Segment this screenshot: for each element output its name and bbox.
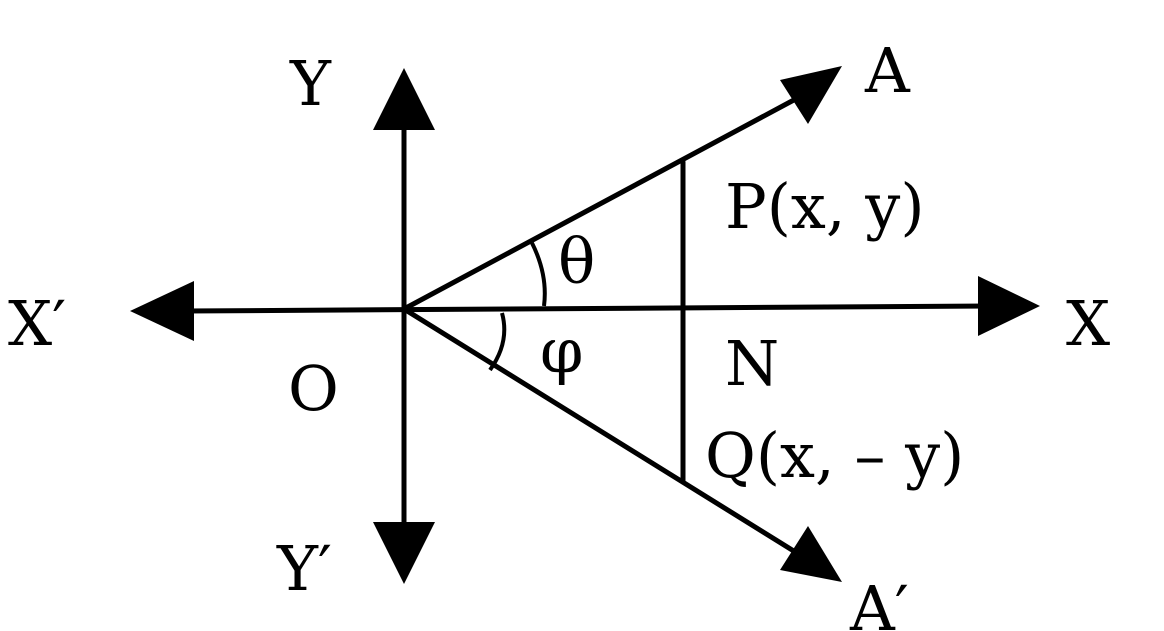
label-point-p: P(x, y) xyxy=(725,170,925,243)
ray-oa-prime-arrowhead xyxy=(780,526,842,582)
x-axis-line xyxy=(182,303,993,314)
label-foot-n: N xyxy=(725,327,779,400)
ray-oa-prime-line xyxy=(401,306,808,561)
x-axis-arrowhead-positive xyxy=(978,276,1040,336)
label-angle-theta: θ xyxy=(558,225,595,298)
y-axis-arrowhead-positive xyxy=(373,68,435,130)
label-y-axis-negative: Y′ xyxy=(276,532,332,605)
label-y-axis-positive: Y xyxy=(289,47,332,120)
label-x-axis-positive: X xyxy=(1066,287,1110,360)
ray-oa-arrowhead xyxy=(780,66,842,124)
label-point-q: Q(x, – y) xyxy=(705,419,964,492)
label-angle-phi: φ xyxy=(540,314,583,387)
label-ray-a: A xyxy=(864,34,911,107)
y-axis-arrowhead-negative xyxy=(373,522,435,584)
label-x-axis-negative: X′ xyxy=(8,287,66,360)
label-origin: O xyxy=(288,352,339,425)
theta-arc xyxy=(530,242,547,307)
label-ray-a-prime: A′ xyxy=(849,572,909,631)
phi-arc xyxy=(488,312,507,372)
x-axis-arrowhead-negative xyxy=(130,281,194,341)
ray-oa-line xyxy=(401,91,808,312)
